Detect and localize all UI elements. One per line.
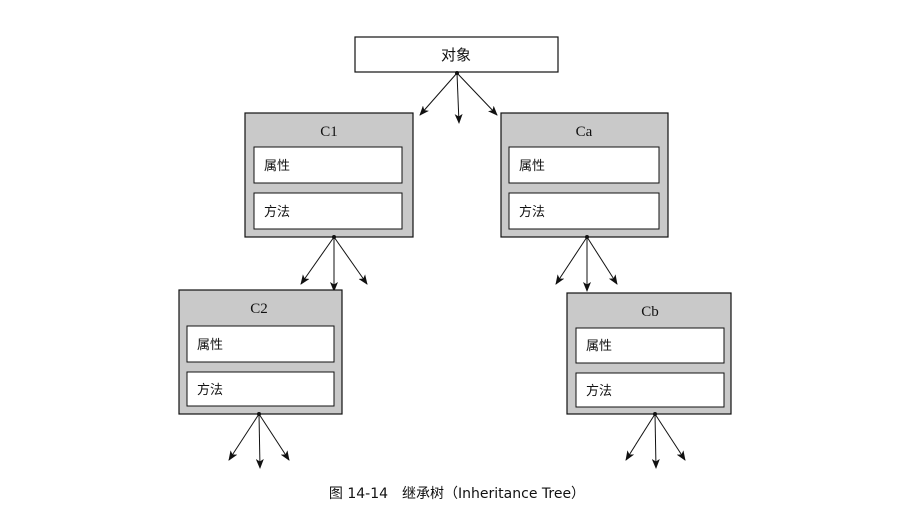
class-box-cb: Cb 属性 方法 xyxy=(566,292,732,415)
attributes-label-cb: 属性 xyxy=(586,339,612,354)
class-name-c2: C2 xyxy=(250,301,268,317)
methods-label-cb: 方法 xyxy=(586,383,612,399)
attributes-label-c2: 属性 xyxy=(197,338,223,353)
attributes-label-c1: 属性 xyxy=(264,159,290,174)
c2-arrows xyxy=(228,412,290,469)
class-box-c2: C2 属性 方法 xyxy=(178,289,343,415)
class-name-cb: Cb xyxy=(641,304,659,320)
root-object-label: 对象 xyxy=(441,47,471,64)
root-object-box: 对象 xyxy=(354,36,559,73)
cb-arrows xyxy=(625,412,686,469)
class-name-c1: C1 xyxy=(320,124,338,140)
class-box-c1: C1 属性 方法 xyxy=(244,112,414,238)
root-arrows xyxy=(419,71,498,124)
class-name-ca: Ca xyxy=(576,124,593,140)
ca-arrows xyxy=(555,235,618,292)
figure-caption: 图 14-14 继承树（Inheritance Tree） xyxy=(329,486,585,502)
methods-label-ca: 方法 xyxy=(519,204,545,220)
methods-label-c1: 方法 xyxy=(264,204,290,220)
class-box-ca: Ca 属性 方法 xyxy=(500,112,669,238)
attributes-label-ca: 属性 xyxy=(519,159,545,174)
methods-label-c2: 方法 xyxy=(197,382,223,398)
c1-arrows xyxy=(300,235,368,292)
